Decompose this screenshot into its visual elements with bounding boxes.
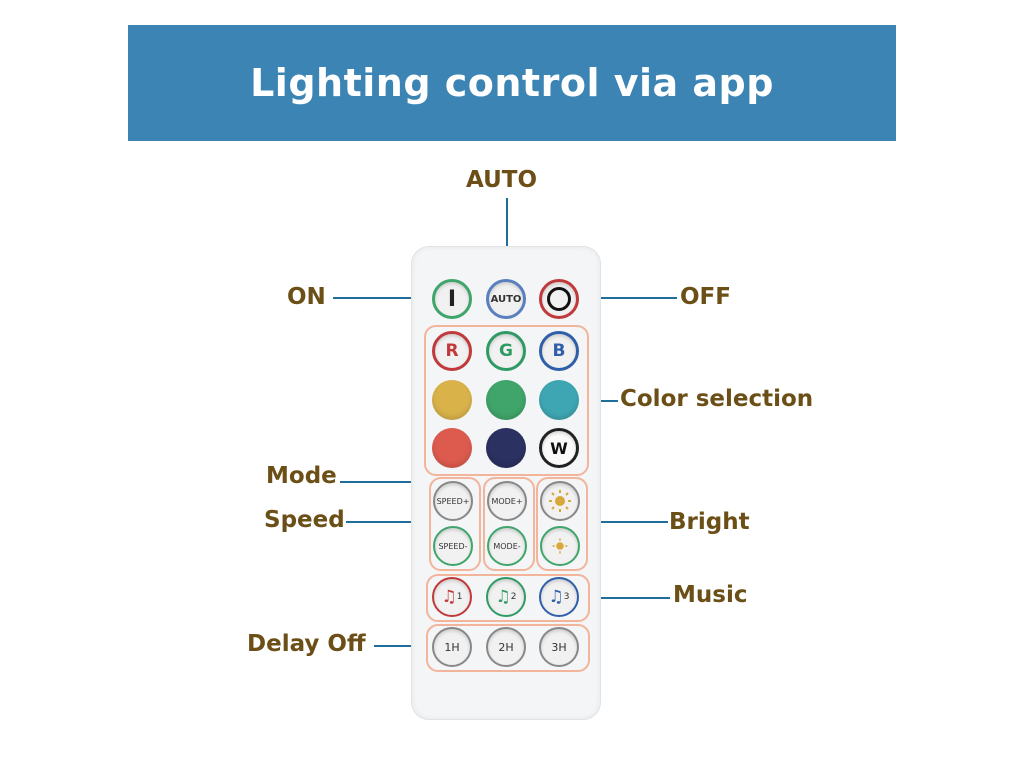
speed-up-button[interactable]: SPEED+ — [433, 481, 473, 521]
bright-down-button[interactable] — [540, 526, 580, 566]
delay-1h-button[interactable]: 1H — [432, 627, 472, 667]
title-banner: Lighting control via app — [128, 25, 896, 141]
navy-swatch-button[interactable] — [486, 428, 526, 468]
mode-up-label: MODE+ — [491, 496, 523, 506]
music-2-label: 2 — [510, 592, 517, 602]
on-button[interactable]: I — [432, 279, 472, 319]
label-bright: Bright — [669, 509, 750, 535]
label-auto: AUTO — [466, 167, 538, 193]
music-group — [426, 574, 590, 622]
cyan-swatch-button[interactable] — [539, 380, 579, 420]
delay-3h-label: 3H — [551, 640, 567, 654]
red-button[interactable]: R — [432, 331, 472, 371]
speed-group — [429, 477, 481, 571]
blue-button[interactable]: B — [539, 331, 579, 371]
music-note-icon: ♫ — [548, 587, 564, 607]
green-button[interactable]: G — [486, 331, 526, 371]
music-2-button[interactable]: ♫2 — [486, 577, 526, 617]
sun-small-icon — [552, 538, 568, 554]
page-title: Lighting control via app — [250, 61, 774, 105]
mode-group — [483, 477, 535, 571]
bright-group — [536, 477, 588, 571]
label-delay-off: Delay Off — [247, 631, 366, 657]
music-note-icon: ♫ — [441, 587, 457, 607]
label-off: OFF — [680, 284, 731, 310]
delay-2h-label: 2H — [498, 640, 514, 654]
green-button-label: G — [499, 341, 513, 361]
speed-up-label: SPEED+ — [436, 496, 470, 506]
label-color-selection: Color selection — [620, 386, 814, 412]
remote-control: I AUTO R G B W SPEED+ SPEED- MODE+ MODE- — [411, 246, 601, 720]
delay-3h-button[interactable]: 3H — [539, 627, 579, 667]
on-symbol: I — [447, 286, 457, 312]
yellow-swatch-button[interactable] — [432, 380, 472, 420]
white-button-label: W — [550, 438, 568, 458]
mode-down-label: MODE- — [493, 541, 521, 551]
red-button-label: R — [445, 341, 459, 361]
label-mode: Mode — [266, 463, 337, 489]
delay-1h-label: 1H — [444, 640, 460, 654]
mode-up-button[interactable]: MODE+ — [487, 481, 527, 521]
label-speed: Speed — [264, 507, 345, 533]
blue-button-label: B — [552, 341, 566, 361]
music-1-label: 1 — [456, 592, 463, 602]
music-3-button[interactable]: ♫3 — [539, 577, 579, 617]
white-button[interactable]: W — [539, 428, 579, 468]
auto-button[interactable]: AUTO — [486, 279, 526, 319]
speed-down-button[interactable]: SPEED- — [433, 526, 473, 566]
delay-2h-button[interactable]: 2H — [486, 627, 526, 667]
speed-down-label: SPEED- — [438, 541, 468, 551]
label-music: Music — [673, 582, 748, 608]
music-3-label: 3 — [563, 592, 570, 602]
green-swatch-button[interactable] — [486, 380, 526, 420]
music-note-icon: ♫ — [495, 587, 511, 607]
off-symbol-icon — [547, 287, 571, 311]
color-selection-group — [424, 325, 589, 476]
mode-down-button[interactable]: MODE- — [487, 526, 527, 566]
off-button[interactable] — [539, 279, 579, 319]
music-1-button[interactable]: ♫1 — [432, 577, 472, 617]
red-swatch-button[interactable] — [432, 428, 472, 468]
auto-button-label: AUTO — [490, 293, 522, 305]
sun-large-icon — [549, 490, 571, 512]
bright-up-button[interactable] — [540, 481, 580, 521]
label-on: ON — [287, 284, 326, 310]
delay-off-group — [426, 624, 590, 672]
